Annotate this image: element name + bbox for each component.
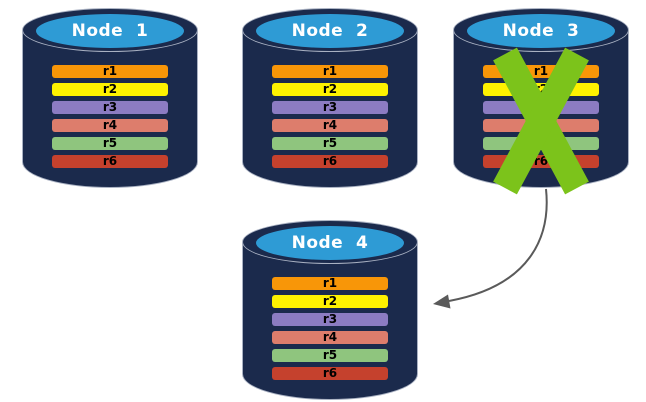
replica-bar-r3: r3 bbox=[52, 101, 168, 114]
node-2-cylinder-cap: Node 2 bbox=[256, 14, 404, 48]
replica-bar-r6: r6 bbox=[52, 155, 168, 168]
node-title: Node 1 bbox=[71, 21, 149, 41]
node-2-cylinder-top: Node 2 bbox=[242, 8, 418, 52]
node-3-cylinder-top: Node 3 bbox=[453, 8, 629, 52]
replica-bar-r4: r4 bbox=[272, 119, 388, 132]
replica-bar-r6: r6 bbox=[272, 155, 388, 168]
replica-bar-r2: r2 bbox=[272, 295, 388, 308]
node-4: Node 4 r1 r2 r3 r4 r5 r6 bbox=[242, 220, 418, 400]
node-2: Node 2 r1 r2 r3 r4 r5 r6 bbox=[242, 8, 418, 188]
replica-bar-r2: r2 bbox=[272, 83, 388, 96]
node-4-cylinder-cap: Node 4 bbox=[256, 226, 404, 260]
replica-bar-r2: r2 bbox=[52, 83, 168, 96]
node-1-cylinder-top: Node 1 bbox=[22, 8, 198, 52]
node-4-replica-list: r1 r2 r3 r4 r5 r6 bbox=[272, 277, 388, 385]
replica-bar-r4: r4 bbox=[52, 119, 168, 132]
node-title: Node 4 bbox=[291, 233, 369, 253]
replica-bar-r5: r5 bbox=[52, 137, 168, 150]
node-title: Node 2 bbox=[291, 21, 369, 41]
node-3-cylinder-cap: Node 3 bbox=[467, 14, 615, 48]
replica-bar-r1: r1 bbox=[272, 65, 388, 78]
failure-x-icon bbox=[493, 47, 589, 195]
replica-bar-r1: r1 bbox=[52, 65, 168, 78]
replica-bar-r3: r3 bbox=[272, 313, 388, 326]
node-1: Node 1 r1 r2 r3 r4 r5 r6 bbox=[22, 8, 198, 188]
node-1-cylinder-cap: Node 1 bbox=[36, 14, 184, 48]
node-title: Node 3 bbox=[502, 21, 580, 41]
replica-bar-r5: r5 bbox=[272, 137, 388, 150]
replica-bar-r4: r4 bbox=[272, 331, 388, 344]
node-4-cylinder-top: Node 4 bbox=[242, 220, 418, 264]
replica-bar-r6: r6 bbox=[272, 367, 388, 380]
replica-bar-r1: r1 bbox=[272, 277, 388, 290]
node-3: Node 3 r1 r2 r3 r4 r5 r6 bbox=[453, 8, 629, 195]
replica-bar-r3: r3 bbox=[272, 101, 388, 114]
replica-bar-r5: r5 bbox=[272, 349, 388, 362]
node-1-replica-list: r1 r2 r3 r4 r5 r6 bbox=[52, 65, 168, 173]
node-2-replica-list: r1 r2 r3 r4 r5 r6 bbox=[272, 65, 388, 173]
